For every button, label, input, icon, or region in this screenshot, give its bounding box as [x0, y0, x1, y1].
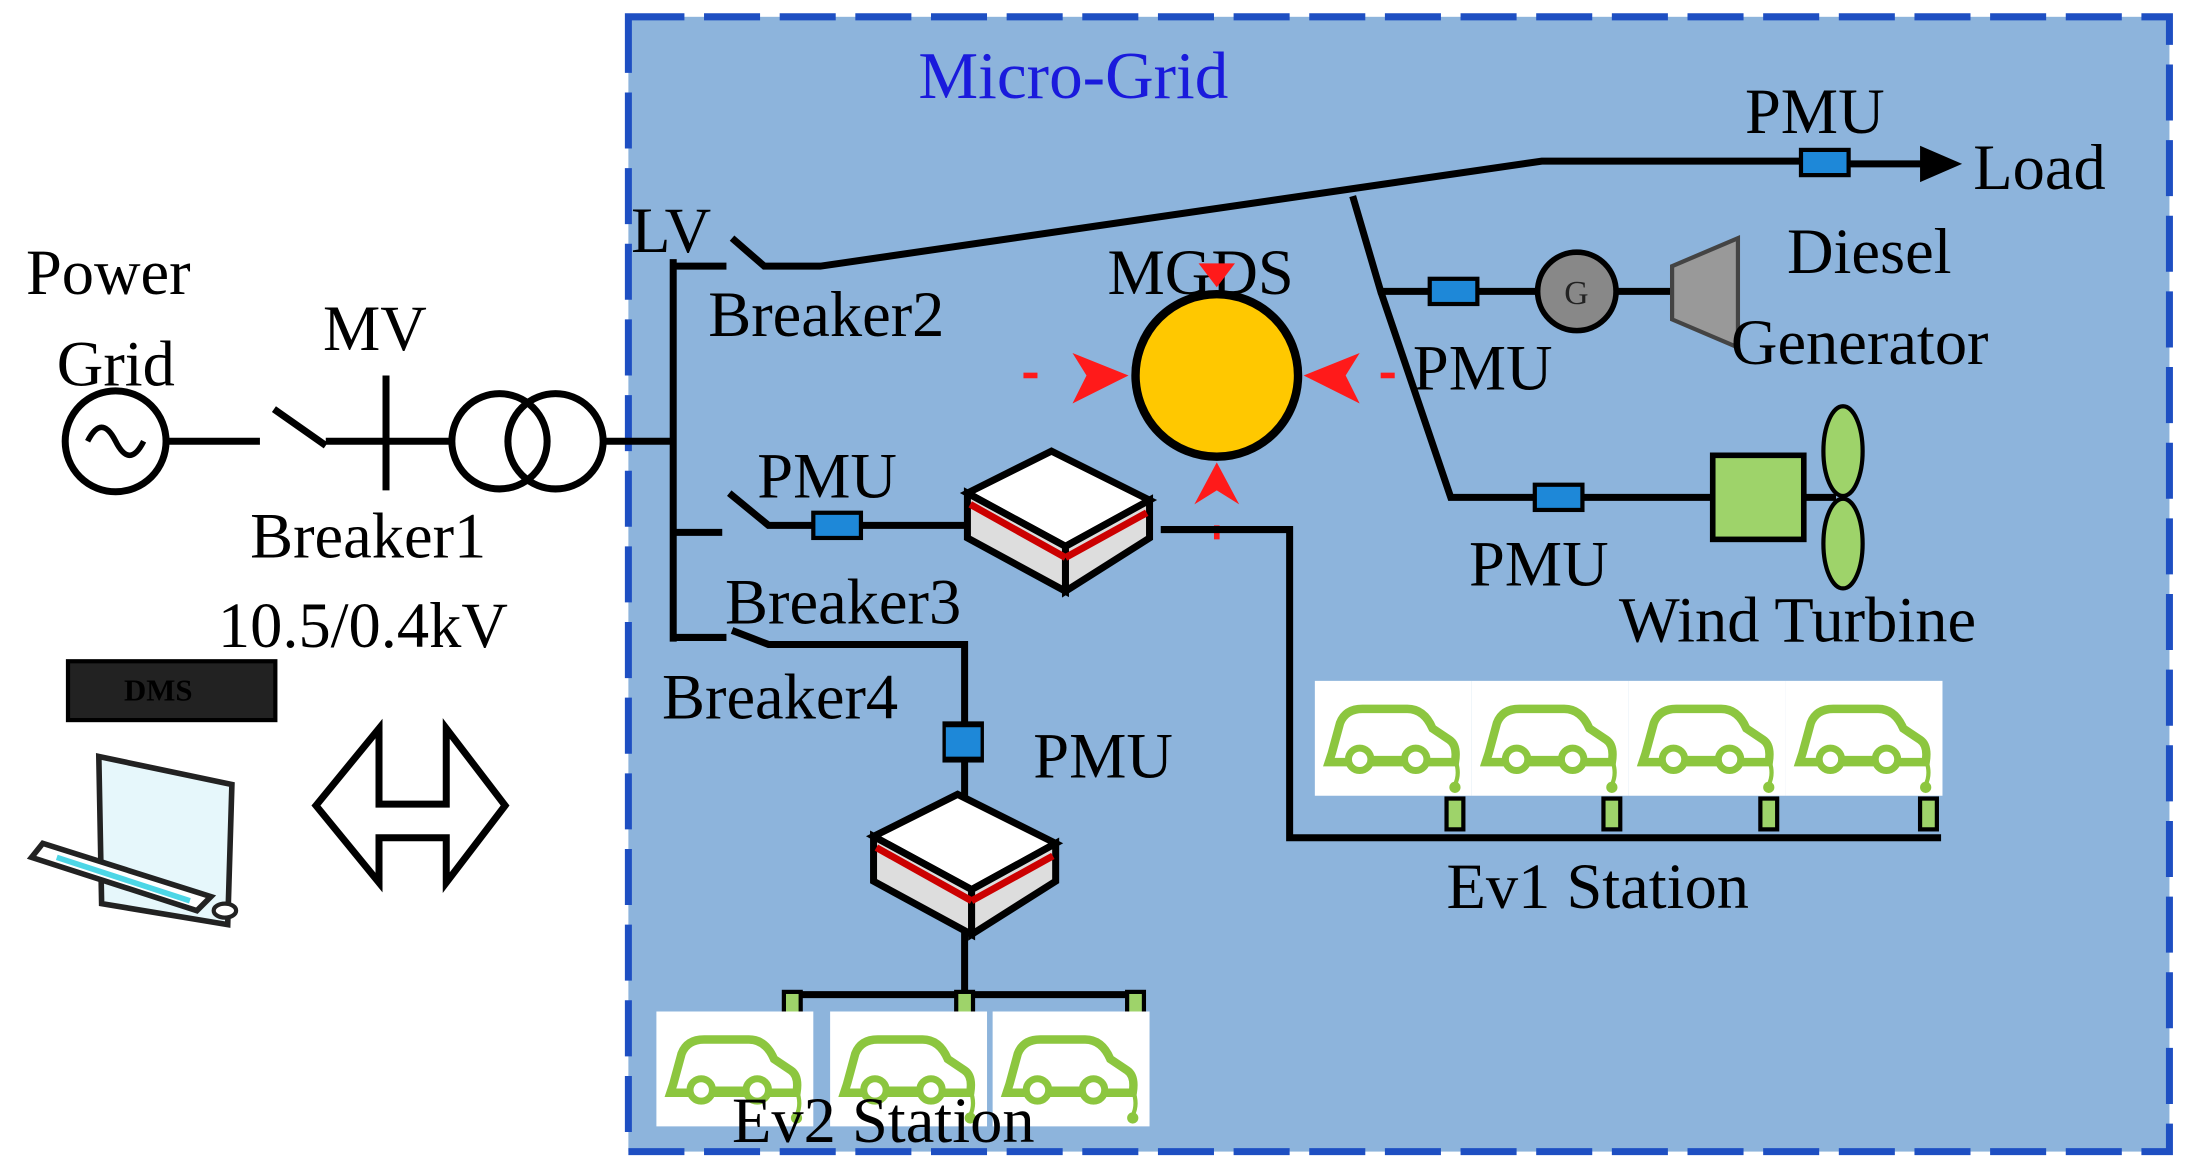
microgrid-area — [624, 13, 2173, 1156]
mgds-icon — [1131, 289, 1303, 461]
double-arrow-icon — [311, 718, 510, 893]
breaker3-label: Breaker3 — [725, 566, 961, 637]
ev-car-icon — [1786, 681, 1943, 796]
pmu-icon — [944, 724, 982, 759]
svg-text:G: G — [1564, 275, 1588, 312]
breaker2-label: Breaker2 — [708, 279, 944, 350]
ev-car-icon — [1315, 681, 1472, 796]
power-grid-label-2: Grid — [57, 328, 175, 399]
pmu-icon — [1535, 485, 1583, 510]
pmu-icon — [1801, 150, 1849, 175]
ev-car-icon — [1629, 681, 1786, 796]
ev2-station-label: Ev2 Station — [732, 1085, 1035, 1156]
pmu-b3-label: PMU — [757, 440, 897, 511]
pmu-wind-label: PMU — [1469, 529, 1609, 600]
pmu-b4-label: PMU — [1033, 721, 1173, 792]
dms-label: DMS — [124, 673, 192, 707]
lv-label: LV — [631, 195, 711, 266]
transformer-rating: 10.5/0.4kV — [218, 590, 508, 661]
ev-car-icon — [1472, 681, 1629, 796]
load-label: Load — [1973, 132, 2105, 203]
generator-label: Generator — [1731, 307, 1989, 378]
ev1-station-label: Ev1 Station — [1447, 851, 1750, 922]
pmu-diesel-label: PMU — [1413, 332, 1553, 403]
breaker4-label: Breaker4 — [662, 662, 898, 733]
diesel-label: Diesel — [1787, 216, 1952, 287]
breaker1-label: Breaker1 — [250, 501, 486, 572]
signal-arrows-icon — [1023, 263, 1395, 540]
microgrid-title: Micro-Grid — [918, 38, 1228, 113]
mgds-label: MGDS — [1108, 237, 1294, 308]
diesel-generator-icon: G — [1534, 234, 1741, 351]
wind-turbine-label: Wind Turbine — [1619, 585, 1976, 656]
load-arrow-icon — [1920, 145, 1963, 183]
transformer-icon — [448, 390, 607, 493]
pmu-load-label: PMU — [1745, 76, 1885, 147]
mv-label: MV — [323, 293, 427, 364]
dms-box — [65, 659, 278, 723]
computer-icon — [26, 753, 239, 928]
ac-source-icon — [61, 387, 170, 496]
power-grid-label: Power — [26, 237, 191, 308]
pmu-icon — [813, 513, 861, 538]
wind-turbine-icon — [1709, 404, 1865, 591]
pmu-icon — [1430, 279, 1478, 304]
